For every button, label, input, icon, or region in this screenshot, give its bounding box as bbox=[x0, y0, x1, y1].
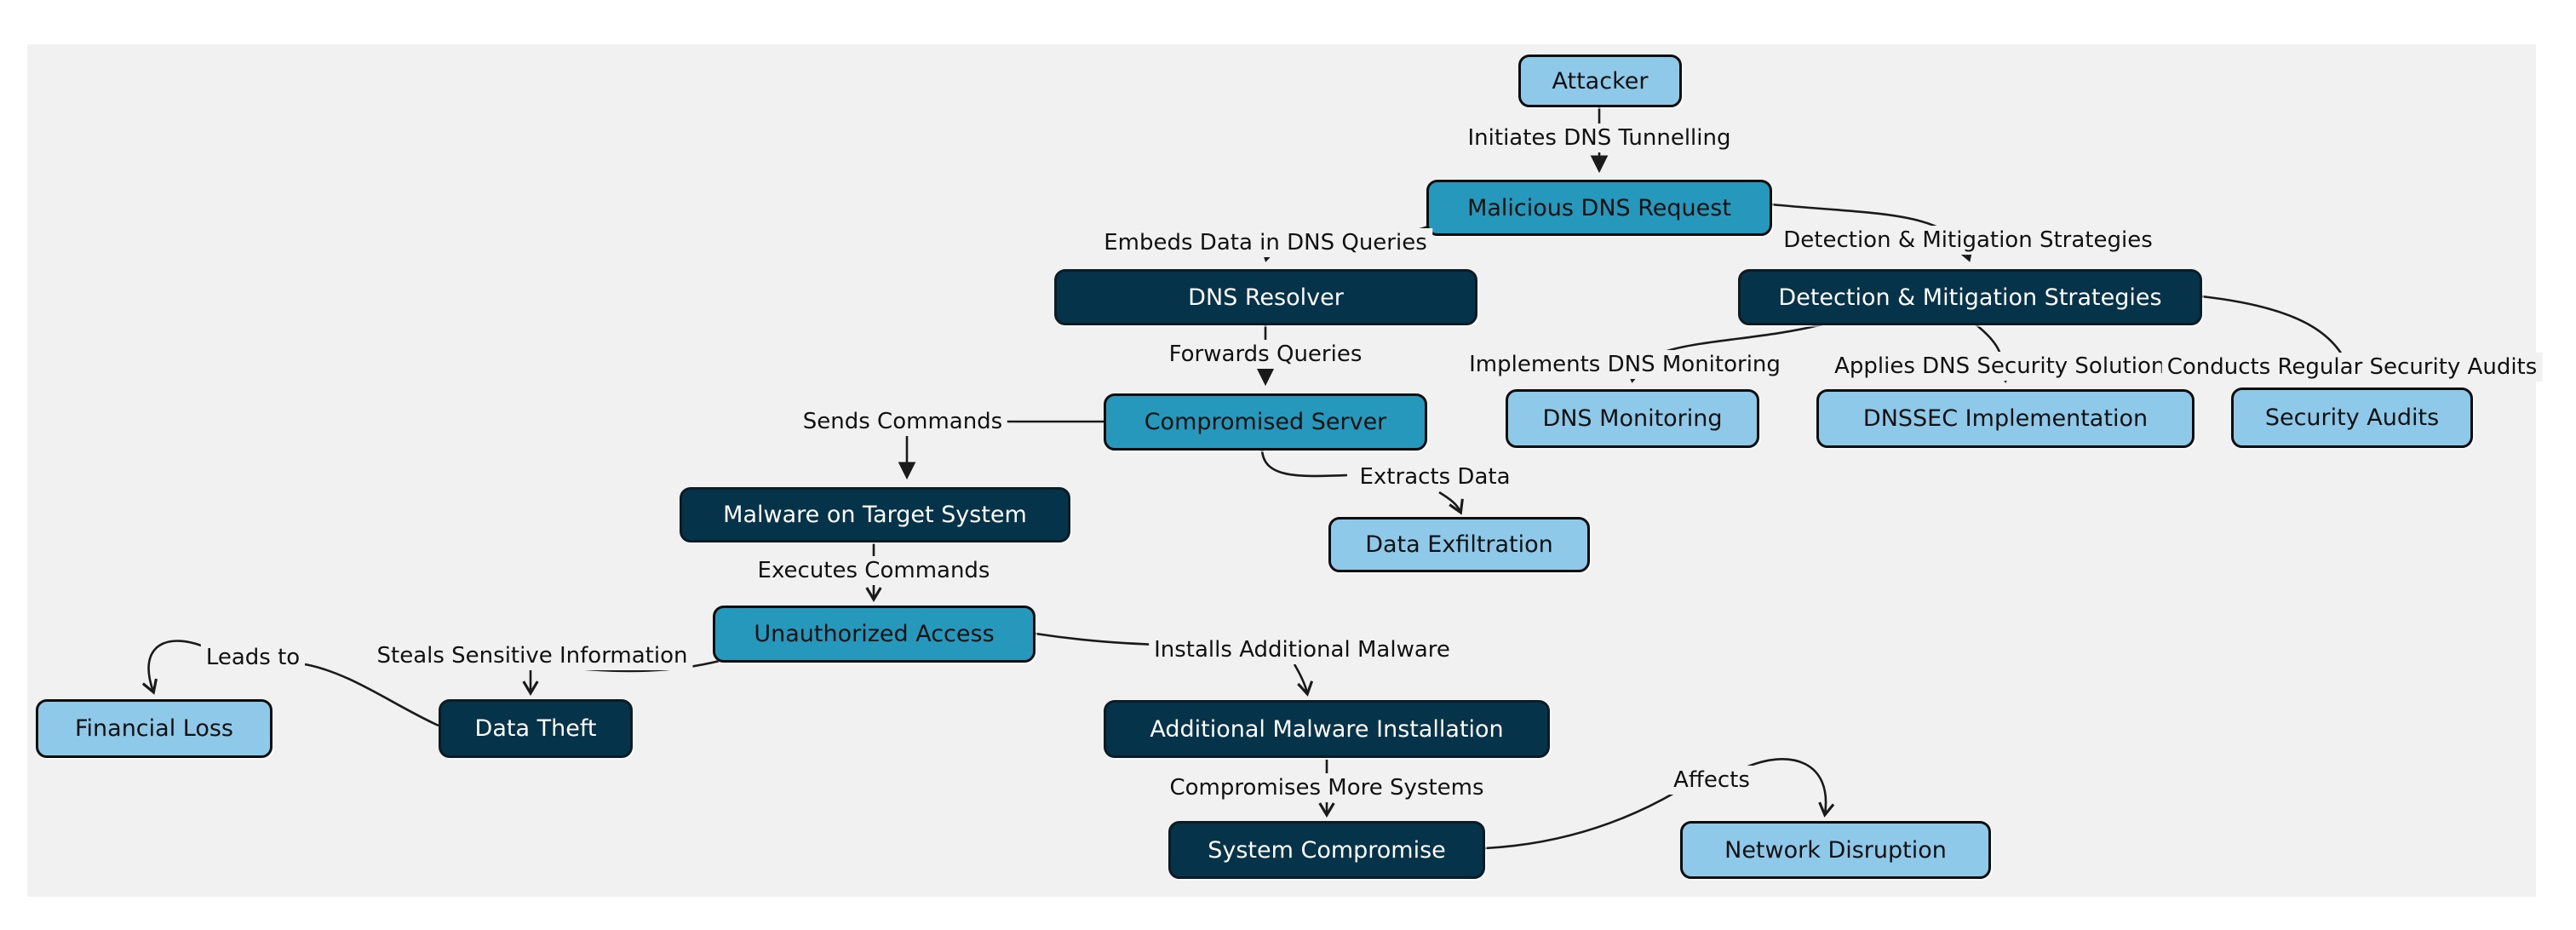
node-network-disruption: Network Disruption bbox=[1680, 821, 1991, 879]
node-unauthorized-access: Unauthorized Access bbox=[713, 606, 1036, 663]
edge-label-conducts-security-audits: Conducts Regular Security Audits bbox=[2161, 353, 2543, 382]
edge-label-executes-commands: Executes Commands bbox=[752, 556, 995, 585]
node-dnssec-implementation: DNSSEC Implementation bbox=[1816, 389, 2194, 448]
edge-compromised-exfiltration-a bbox=[1260, 449, 1348, 478]
edge-label-installs-additional-malware: Installs Additional Malware bbox=[1149, 635, 1455, 664]
node-system-compromise: System Compromise bbox=[1168, 821, 1485, 879]
edge-label-forwards-queries: Forwards Queries bbox=[1163, 340, 1368, 369]
edge-label-applies-dns-security: Applies DNS Security Solutions bbox=[1829, 352, 2182, 381]
node-dns-monitoring: DNS Monitoring bbox=[1506, 389, 1759, 448]
edge-label-steals-sensitive-information: Steals Sensitive Information bbox=[371, 641, 693, 670]
edge-label-sends-commands: Sends Commands bbox=[797, 407, 1008, 436]
node-dns-resolver: DNS Resolver bbox=[1054, 269, 1477, 325]
node-detection-mitigation-strategies: Detection & Mitigation Strategies bbox=[1738, 269, 2202, 325]
node-malicious-dns-request: Malicious DNS Request bbox=[1426, 180, 1772, 236]
edge-label-compromises-more-systems: Compromises More Systems bbox=[1164, 773, 1489, 802]
edge-label-implements-dns-monitoring: Implements DNS Monitoring bbox=[1464, 350, 1786, 379]
node-security-audits: Security Audits bbox=[2231, 388, 2473, 448]
edge-label-initiates-dns-tunnelling: Initiates DNS Tunnelling bbox=[1462, 123, 1736, 152]
node-additional-malware-installation: Additional Malware Installation bbox=[1104, 700, 1550, 758]
node-data-theft: Data Theft bbox=[439, 699, 633, 758]
node-data-exfiltration: Data Exfiltration bbox=[1328, 517, 1590, 572]
node-financial-loss: Financial Loss bbox=[36, 699, 273, 758]
edge-label-affects: Affects bbox=[1668, 766, 1755, 795]
edge-systemcompromise-network-b bbox=[1743, 758, 1835, 818]
edge-systemcompromise-network-a bbox=[1484, 790, 1677, 850]
edge-label-extracts-data: Extracts Data bbox=[1354, 462, 1516, 491]
node-attacker: Attacker bbox=[1518, 55, 1682, 107]
edge-label-embeds-data: Embeds Data in DNS Queries bbox=[1099, 228, 1432, 257]
node-malware-on-target-system: Malware on Target System bbox=[680, 487, 1070, 542]
edge-label-leads-to: Leads to bbox=[200, 643, 306, 672]
edge-datatheft-financial-b bbox=[141, 640, 210, 695]
edge-datatheft-financial-a bbox=[304, 663, 439, 727]
node-compromised-server: Compromised Server bbox=[1104, 393, 1427, 451]
edge-compromised-exfiltration-b bbox=[1438, 491, 1464, 515]
edge-unauthorized-addlmalware-b bbox=[1293, 663, 1314, 697]
edge-label-detection-mitigation: Detection & Mitigation Strategies bbox=[1778, 226, 2158, 255]
